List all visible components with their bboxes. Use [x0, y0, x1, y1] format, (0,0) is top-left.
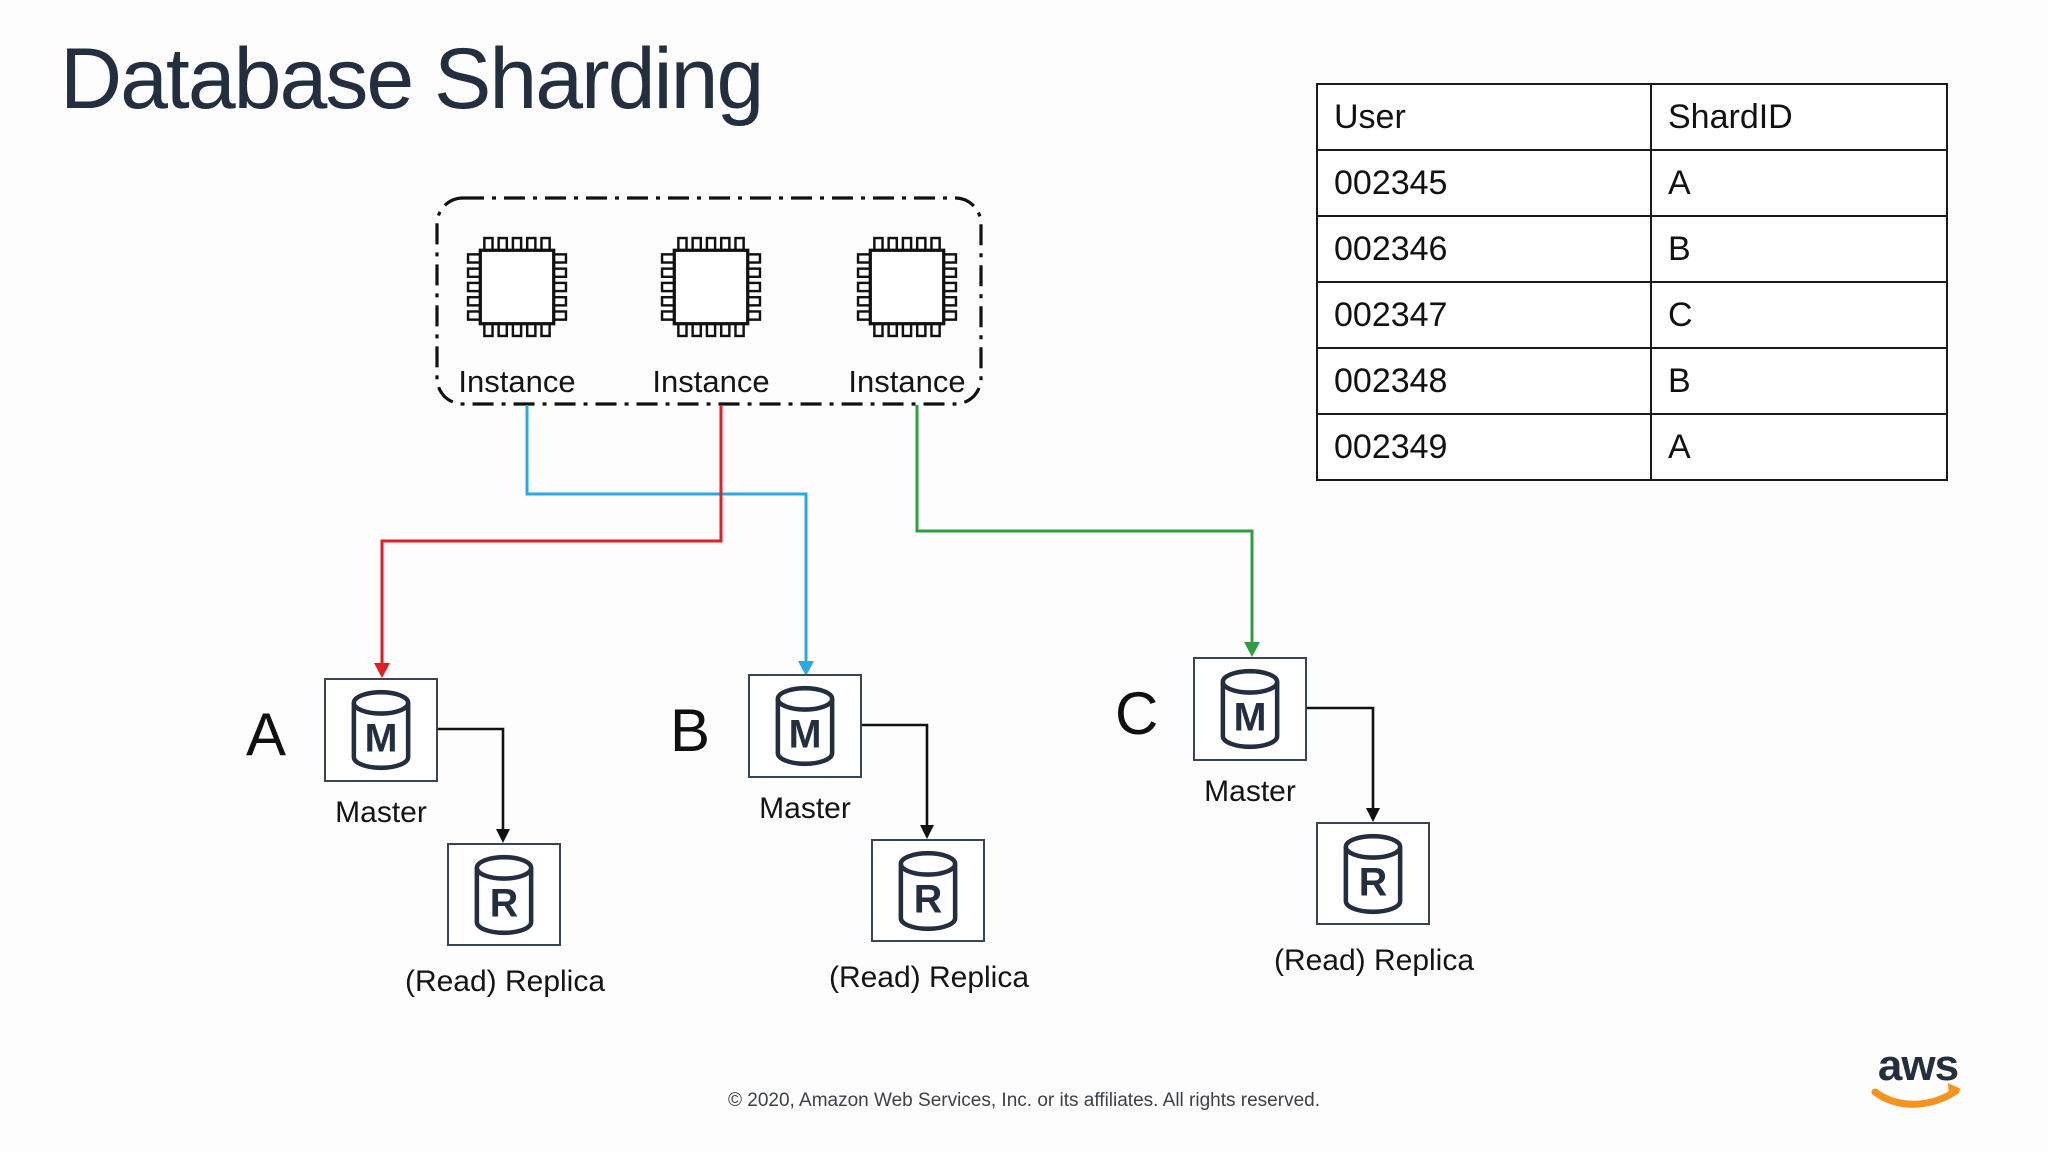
- table-header-row: User ShardID: [1316, 83, 1948, 151]
- user-cell: 002348: [1316, 347, 1652, 415]
- aws-logo: aws: [1871, 1042, 1961, 1108]
- shard-cell: C: [1650, 281, 1948, 349]
- page-title: Database Sharding: [60, 31, 764, 127]
- user-cell: 002345: [1316, 149, 1652, 217]
- replica-box: R: [447, 843, 561, 946]
- shard-cell: A: [1650, 413, 1948, 481]
- instance-label: Instance: [848, 364, 966, 399]
- svg-text:R: R: [490, 881, 519, 925]
- user-cell: 002347: [1316, 281, 1652, 349]
- shard-letter: A: [246, 701, 287, 768]
- master-label: Master: [759, 792, 851, 825]
- shard-cell: B: [1650, 347, 1948, 415]
- route-red-arrowhead: [374, 663, 390, 678]
- database-replica-icon: R: [1336, 832, 1410, 916]
- svg-text:R: R: [914, 877, 943, 921]
- replica-box: R: [1316, 822, 1430, 925]
- route-green-arrowhead: [1244, 642, 1260, 657]
- svg-text:M: M: [1234, 695, 1267, 739]
- database-master-icon: M: [344, 688, 418, 772]
- master-box: M: [1193, 657, 1307, 761]
- shard-cell: A: [1650, 149, 1948, 217]
- shard-cell: B: [1650, 215, 1948, 283]
- connector-b-arrowhead: [920, 825, 934, 839]
- replica-label: (Read) Replica: [404, 965, 606, 998]
- connector-a-arrowhead: [496, 829, 510, 843]
- shard-letter: B: [670, 697, 711, 764]
- connector-master-a-to-replica-a: [438, 727, 505, 830]
- connector-master-b-to-replica-b: [862, 723, 929, 826]
- svg-text:R: R: [1359, 860, 1388, 904]
- table-header-user: User: [1316, 83, 1652, 151]
- replica-box: R: [871, 839, 985, 942]
- master-label: Master: [1204, 775, 1296, 808]
- instances-dashed-border: [435, 196, 983, 406]
- cpu-chip-icon: [660, 236, 762, 338]
- aws-smile-arrow-tip: [1948, 1083, 1961, 1098]
- svg-text:M: M: [789, 712, 822, 756]
- master-label: Master: [335, 796, 427, 829]
- user-cell: 002346: [1316, 215, 1652, 283]
- connector-c-arrowhead: [1366, 808, 1380, 822]
- instance-3: Instance: [845, 236, 969, 400]
- connector-master-c-to-replica-c: [1307, 706, 1375, 809]
- shard-b-group: B M Master R (Read) Replica: [670, 674, 1148, 1014]
- database-master-icon: M: [1213, 667, 1287, 751]
- route-instance2-to-shard-a: [380, 405, 723, 664]
- aws-smile-icon: [1871, 1087, 1960, 1108]
- table-header-shardid: ShardID: [1650, 83, 1948, 151]
- instance-2: Instance: [649, 236, 773, 400]
- database-replica-icon: R: [467, 853, 541, 937]
- user-cell: 002349: [1316, 413, 1652, 481]
- route-blue-arrowhead: [798, 661, 814, 676]
- svg-text:M: M: [365, 716, 398, 760]
- database-replica-icon: R: [891, 849, 965, 933]
- instance-label: Instance: [458, 364, 576, 399]
- instance-1: Instance: [455, 236, 579, 400]
- shard-c-group: C M Master R (Read) Replica: [1115, 657, 1593, 997]
- master-box: M: [748, 674, 862, 778]
- route-instance1-to-shard-b: [525, 405, 808, 662]
- database-master-icon: M: [768, 684, 842, 768]
- footer-copyright: © 2020, Amazon Web Services, Inc. or its…: [727, 1090, 1320, 1111]
- replica-label: (Read) Replica: [1273, 944, 1475, 977]
- route-instance3-to-shard-c: [915, 405, 1254, 643]
- replica-label: (Read) Replica: [828, 961, 1030, 994]
- master-box: M: [324, 678, 438, 782]
- cpu-chip-icon: [856, 236, 958, 338]
- shard-a-group: A M Master R (Read) Replica: [246, 678, 724, 1018]
- instance-label: Instance: [652, 364, 770, 399]
- aws-wordmark: aws: [1878, 1042, 1958, 1090]
- shard-letter: C: [1115, 680, 1159, 747]
- cpu-chip-icon: [466, 236, 568, 338]
